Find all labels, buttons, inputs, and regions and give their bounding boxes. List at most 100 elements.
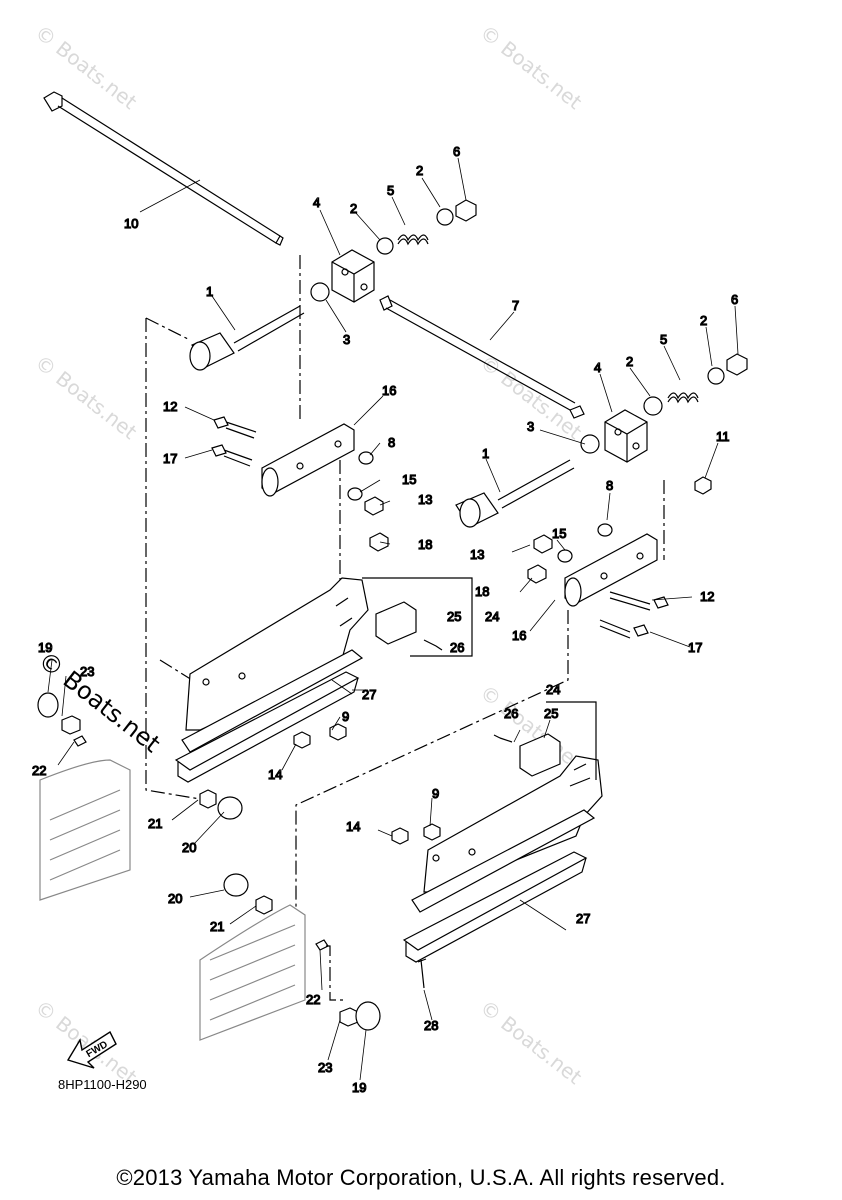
part-20-washer-lower	[223, 873, 249, 897]
leader-lower-dash	[326, 945, 346, 1001]
part-27-rail-lower	[402, 851, 588, 963]
part-19-bushing-upper	[37, 692, 59, 718]
callout-26: 26	[450, 640, 464, 655]
part-17-bolt-upper	[211, 444, 253, 467]
transom-bracket-left	[39, 759, 131, 901]
transom-bracket-lower	[199, 904, 306, 1041]
callout-13: 13	[470, 547, 484, 562]
part-12-bolt-lower	[609, 591, 669, 611]
part-7-shaft	[379, 295, 585, 419]
callout-9: 9	[432, 786, 439, 801]
callout-20: 20	[168, 891, 182, 906]
callout-9: 9	[342, 709, 349, 724]
callout-15: 15	[402, 472, 416, 487]
part-16-bracket-lower	[564, 533, 658, 607]
callout-24: 24	[546, 682, 560, 697]
spring-stack-upper	[376, 199, 477, 255]
frame-line-upper-left	[145, 317, 225, 720]
part-17-bolt-lower	[599, 619, 649, 639]
part-9-collar-lower	[423, 823, 441, 841]
callout-16: 16	[382, 383, 396, 398]
part-22-pin-upper	[73, 735, 87, 747]
part-21-collar-upper	[199, 789, 217, 809]
callout-bracket-24-upper	[362, 577, 473, 657]
callout-27: 27	[362, 687, 376, 702]
part-4-block-upper	[331, 249, 375, 303]
part-1-roller-lower	[455, 459, 575, 528]
callout-5: 5	[660, 332, 667, 347]
callout-1: 1	[206, 284, 213, 299]
callout-22: 22	[306, 992, 320, 1007]
track-bracket-upper	[181, 577, 369, 753]
part-28-screw	[417, 958, 427, 989]
part-23-collar-upper	[61, 715, 81, 735]
callout-15: 15	[552, 526, 566, 541]
spring-stack-lower	[643, 353, 748, 416]
callout-21: 21	[148, 816, 162, 831]
callout-20: 20	[182, 840, 196, 855]
callout-13: 13	[418, 492, 432, 507]
leader-lines	[47, 157, 739, 1081]
part-1-roller-upper	[189, 305, 305, 371]
callout-14: 14	[346, 819, 360, 834]
callout-6: 6	[731, 292, 738, 307]
callout-3: 3	[343, 332, 350, 347]
callout-5: 5	[387, 183, 394, 198]
part-15-washer-lower	[557, 549, 573, 563]
callout-16: 16	[512, 628, 526, 643]
callout-17: 17	[688, 640, 702, 655]
part-3-washer-upper	[310, 282, 330, 302]
callout-8: 8	[388, 435, 395, 450]
callout-19: 19	[38, 640, 52, 655]
diagram-code: 8HP1100-H290	[58, 1077, 147, 1092]
part-14-collar-lower	[391, 827, 409, 845]
callout-18: 18	[418, 537, 432, 552]
part-9-collar-upper	[329, 723, 347, 741]
callout-6: 6	[453, 144, 460, 159]
callout-12: 12	[700, 589, 714, 604]
part-16-bracket-upper	[261, 423, 355, 497]
part-26-pin-lower	[493, 734, 513, 743]
part-19-bushing-lower	[355, 1001, 381, 1031]
callout-23: 23	[318, 1060, 332, 1075]
part-13-nut-lower	[533, 534, 553, 554]
callout-23: 23	[80, 664, 94, 679]
callout-4: 4	[594, 360, 601, 375]
callout-12: 12	[163, 399, 177, 414]
part-12-bolt-upper	[213, 416, 257, 439]
callout-26: 26	[504, 706, 518, 721]
callout-18: 18	[475, 584, 489, 599]
part-22-pin-lower	[315, 939, 329, 951]
part-26-pin-upper	[423, 639, 443, 651]
part-11-nut	[694, 476, 712, 495]
callout-11: 11	[716, 429, 730, 444]
part-23-collar-lower	[339, 1007, 359, 1027]
callout-2: 2	[626, 354, 633, 369]
callout-17: 17	[163, 451, 177, 466]
part-10-bolt	[43, 91, 284, 246]
callout-28: 28	[424, 1018, 438, 1033]
callout-10: 10	[124, 216, 138, 231]
callout-25: 25	[447, 609, 461, 624]
part-21-collar-lower	[255, 895, 273, 915]
callout-2: 2	[416, 163, 423, 178]
part-27-rail-upper	[174, 671, 360, 783]
fwd-arrow-icon	[66, 1030, 117, 1069]
part-18-nut-lower	[527, 564, 547, 584]
part-8-washer-upper	[358, 451, 374, 465]
track-bracket-lower	[411, 755, 603, 913]
callout-22: 22	[32, 763, 46, 778]
callout-8: 8	[606, 478, 613, 493]
part-13-nut-upper	[364, 496, 384, 516]
part-14-collar-upper	[293, 731, 311, 749]
callout-24: 24	[485, 609, 499, 624]
callout-2: 2	[350, 201, 357, 216]
callout-25: 25	[544, 706, 558, 721]
part-15-washer-upper	[347, 487, 363, 501]
callout-1: 1	[482, 446, 489, 461]
part-4-block-lower	[604, 409, 648, 463]
callout-2: 2	[700, 313, 707, 328]
callout-27: 27	[576, 911, 590, 926]
copyright-notice: ©2013 Yamaha Motor Corporation, U.S.A. A…	[116, 1165, 726, 1190]
